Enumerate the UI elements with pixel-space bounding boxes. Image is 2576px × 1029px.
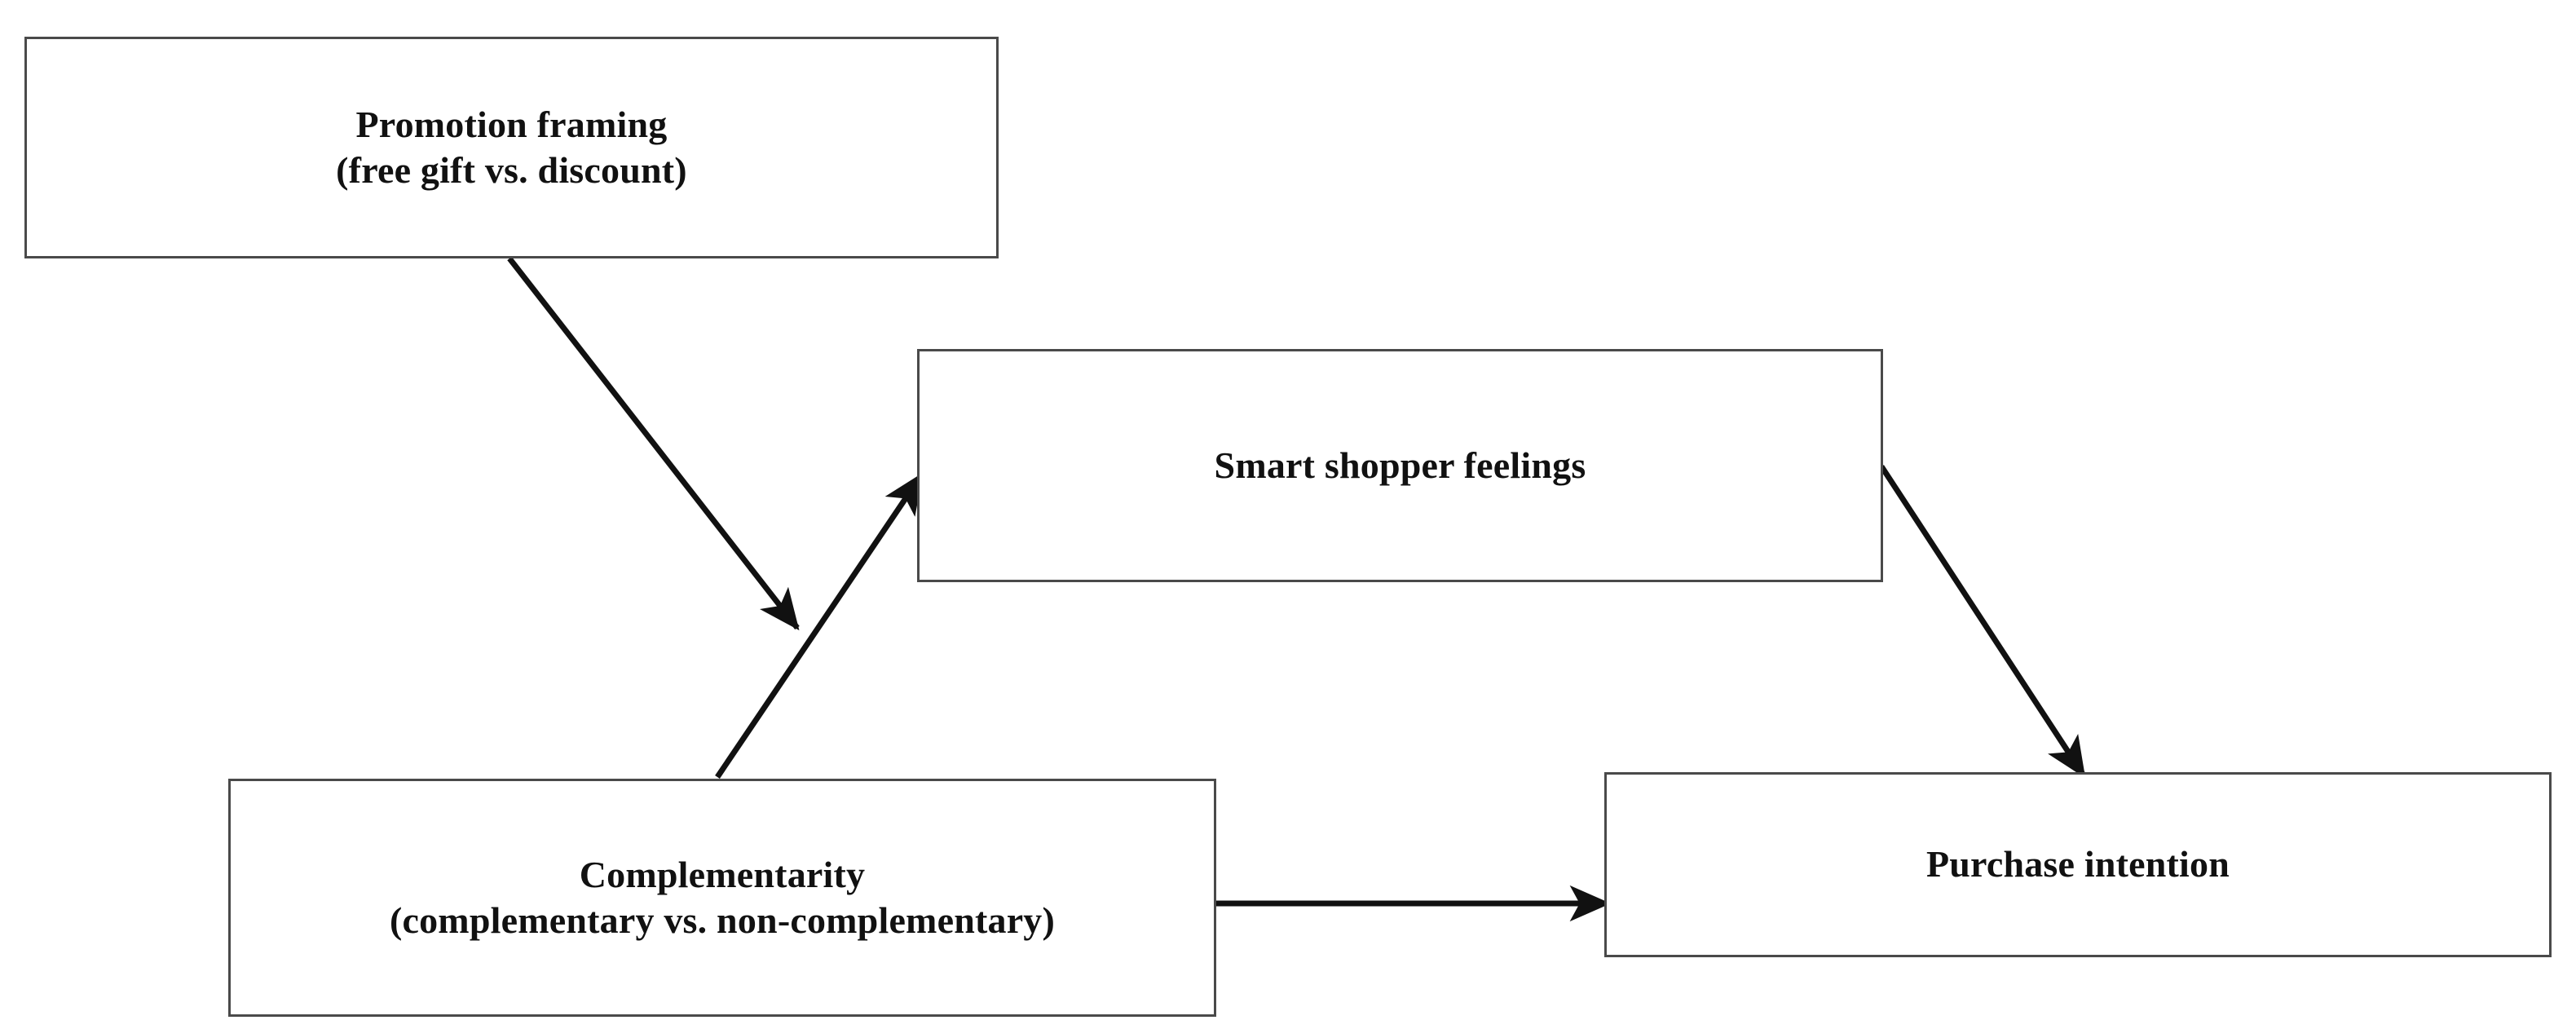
edge-smart-shopper-feelings-to-purchase-intention: [1879, 465, 2086, 779]
node-promotion-framing-line-2: (free gift vs. discount): [336, 149, 687, 191]
node-smart-shopper-feelings-line-1: Smart shopper feelings: [1214, 444, 1586, 486]
node-complementarity-line-2: (complementary vs. non-complementary): [389, 899, 1056, 941]
node-complementarity[interactable]: Complementarity (complementary vs. non-c…: [228, 779, 1216, 1017]
node-smart-shopper-feelings[interactable]: Smart shopper feelings: [917, 349, 1883, 582]
node-promotion-framing[interactable]: Promotion framing (free gift vs. discoun…: [24, 37, 999, 258]
node-purchase-intention-line-1: Purchase intention: [1925, 843, 2230, 885]
edge-promotion-to-interaction: [507, 256, 800, 631]
edge-complementarity-to-smart-shopper-feelings: [715, 472, 924, 779]
node-purchase-intention[interactable]: Purchase intention: [1604, 772, 2552, 957]
node-promotion-framing-line-1: Promotion framing: [355, 103, 668, 145]
node-complementarity-line-1: Complementarity: [579, 853, 866, 895]
